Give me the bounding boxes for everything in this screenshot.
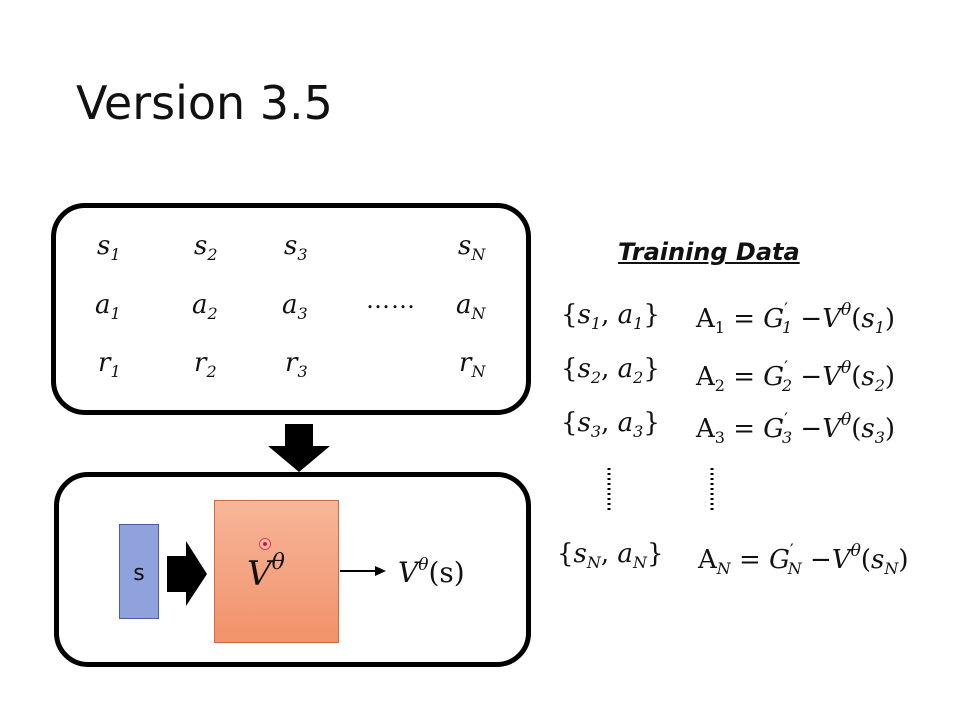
reward-r1: r1: [98, 348, 121, 381]
value-output-label: Vθ(s): [398, 555, 465, 589]
state-s2: s2: [194, 231, 218, 264]
output-arrow-head: [375, 566, 386, 576]
down-arrow: [268, 424, 330, 472]
training-pair-3: {s3, a3}: [561, 408, 660, 441]
training-pair-n: {sN, aN}: [557, 539, 664, 572]
advantage-eq-1: A1 = G′1 −Vθ(s1): [696, 300, 896, 337]
advantage-eq-n: AN = G′N −Vθ(sN): [698, 541, 909, 578]
reward-r2: r2: [194, 348, 217, 381]
training-pair-2: {s2, a2}: [561, 354, 660, 387]
cursor-pointer: [259, 538, 271, 550]
advantage-eq-2: A2 = G′2 −Vθ(s2): [696, 358, 896, 395]
action-a2: a2: [192, 290, 218, 323]
trajectory-box: [51, 203, 531, 415]
state-sN: sN: [458, 231, 486, 264]
action-a1: a1: [95, 290, 121, 323]
slide-title: Version 3.5: [76, 76, 333, 130]
action-a3: a3: [282, 290, 308, 323]
reward-rN: rN: [459, 348, 486, 381]
training-pair-1: {s1, a1}: [561, 300, 660, 333]
trajectory-ellipsis: ……: [366, 286, 416, 314]
advantage-eq-3: A3 = G′3 −Vθ(s3): [696, 410, 896, 447]
state-s1: s1: [97, 231, 121, 264]
network-box: [54, 472, 531, 667]
value-network-block: [214, 500, 339, 643]
input-arrow: [167, 541, 207, 606]
reward-r3: r3: [285, 348, 308, 381]
action-aN: aN: [456, 290, 486, 323]
input-state-label: s: [133, 561, 145, 586]
training-data-title: Training Data: [618, 238, 800, 266]
state-s3: s3: [284, 231, 308, 264]
input-state-block: [119, 524, 159, 619]
value-network-label: Vθ: [247, 550, 285, 594]
